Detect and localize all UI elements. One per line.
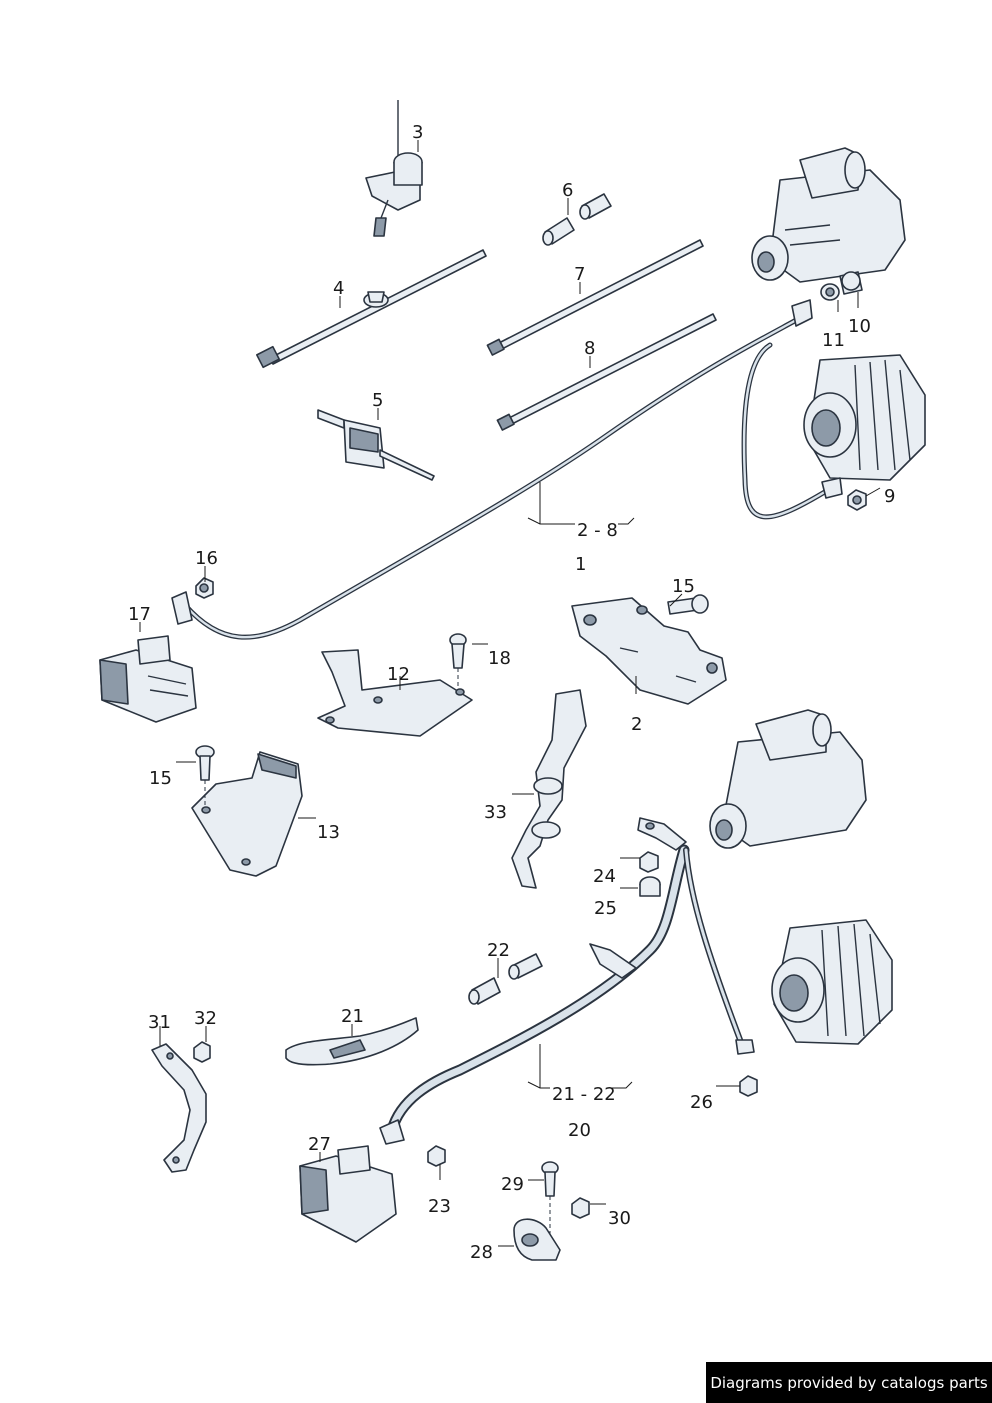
callout-15-left: 15 <box>149 768 172 789</box>
callout-12: 12 <box>387 664 410 685</box>
callout-23: 23 <box>428 1196 451 1217</box>
callout-6: 6 <box>562 180 573 201</box>
part-23-nut <box>427 1145 446 1167</box>
part-15-bolt-top <box>667 594 709 615</box>
part-7-cable-tie <box>486 239 704 356</box>
callout-2: 2 <box>631 714 642 735</box>
part-15-bolt-left <box>195 745 215 806</box>
callout-32: 32 <box>194 1008 217 1029</box>
callout-29: 29 <box>501 1174 524 1195</box>
callout-5: 5 <box>372 390 383 411</box>
part-27-fuse-box <box>299 1145 397 1243</box>
callout-8: 8 <box>584 338 595 359</box>
callout-1: 1 <box>575 554 586 575</box>
alternator-top <box>803 354 926 481</box>
callout-27: 27 <box>308 1134 331 1155</box>
part-9-nut <box>847 489 867 511</box>
part-29-bolt <box>541 1161 559 1234</box>
part-5-holder <box>317 409 435 481</box>
callout-26: 26 <box>690 1092 713 1113</box>
part-21-cover <box>285 1017 419 1066</box>
callout-15-top: 15 <box>672 576 695 597</box>
alternator-bottom <box>771 919 893 1045</box>
part-32-nut <box>193 1041 211 1063</box>
part-8-cable-tie <box>496 313 717 431</box>
callout-21: 21 <box>341 1006 364 1027</box>
part-6-sleeves <box>542 193 612 246</box>
part-30-nut <box>571 1197 590 1219</box>
callout-9: 9 <box>884 486 895 507</box>
part-2-bracket <box>571 597 727 705</box>
callout-4: 4 <box>333 278 344 299</box>
part-10-11-nuts <box>820 271 863 301</box>
callout-2-8: 2 - 8 <box>577 520 618 541</box>
part-4-cable-tie <box>256 249 487 369</box>
part-13-bracket <box>191 751 303 877</box>
callout-24: 24 <box>593 866 616 887</box>
starter-motor-top <box>751 147 906 283</box>
part-1-battery-cable <box>171 299 843 640</box>
part-20-wiring-harness <box>379 817 755 1145</box>
part-28-clamp <box>513 1218 561 1261</box>
callout-13: 13 <box>317 822 340 843</box>
part-26-nut <box>739 1075 758 1097</box>
part-3-ground-stud <box>365 100 423 237</box>
leader-lines <box>139 140 881 1247</box>
callout-10: 10 <box>848 316 871 337</box>
starter-motor-bottom <box>709 709 867 849</box>
callout-17: 17 <box>128 604 151 625</box>
callout-11: 11 <box>822 330 845 351</box>
part-12-bracket <box>317 649 473 737</box>
callout-22: 22 <box>487 940 510 961</box>
part-17-fuse-box <box>99 635 197 723</box>
part-18-bolt <box>449 633 467 688</box>
callout-labels: 3 6 4 7 8 5 10 11 9 2 - 8 1 16 17 15 2 1… <box>128 122 895 1263</box>
callout-16: 16 <box>195 548 218 569</box>
callout-31: 31 <box>148 1012 171 1033</box>
callout-20: 20 <box>568 1120 591 1141</box>
part-16-nut <box>195 577 214 599</box>
part-33-bracket <box>511 689 587 889</box>
callout-18: 18 <box>488 648 511 669</box>
part-31-bracket <box>151 1043 207 1173</box>
part-25-grommet <box>639 876 661 897</box>
callout-33: 33 <box>484 802 507 823</box>
credit-banner: Diagrams provided by catalogs parts <box>706 1362 992 1403</box>
callout-21-22: 21 - 22 <box>552 1084 616 1105</box>
callout-25: 25 <box>594 898 617 919</box>
callout-28: 28 <box>470 1242 493 1263</box>
part-24-nut <box>639 851 659 873</box>
callout-3: 3 <box>412 122 423 143</box>
part-22-sleeves <box>468 953 543 1005</box>
callout-30: 30 <box>608 1208 631 1229</box>
callout-7: 7 <box>574 264 585 285</box>
